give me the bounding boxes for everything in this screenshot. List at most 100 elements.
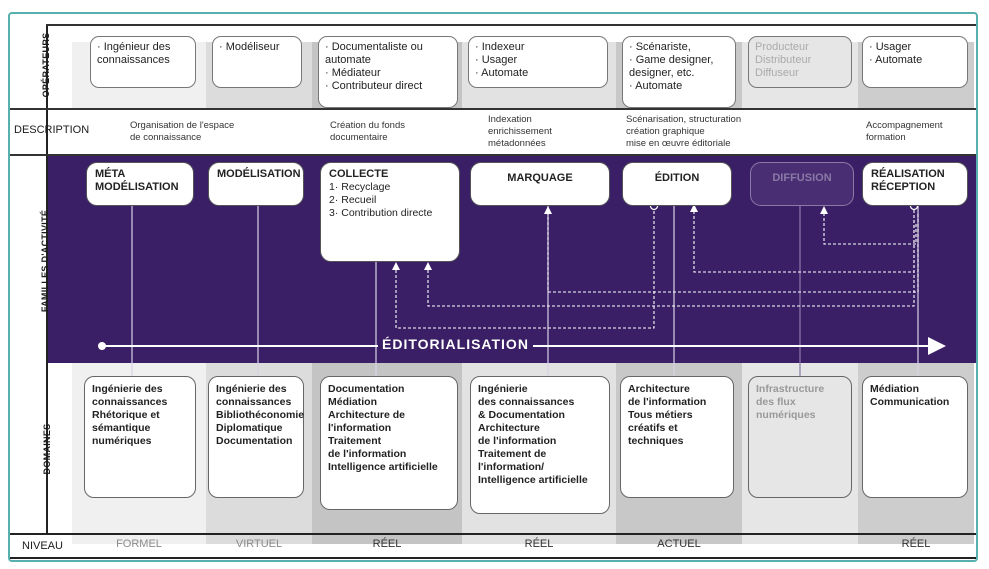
operateur-line: · Modéliseur: [219, 41, 280, 53]
row-divider-top: [10, 108, 976, 110]
label-column-border: [46, 24, 48, 534]
niveau-label-7: RÉEL: [901, 538, 931, 550]
operateur-box-5: · Scénariste,· Game designer,designer, e…: [622, 36, 736, 108]
activite-title-line: RÉALISATION: [871, 168, 945, 180]
row-divider-desc: [10, 154, 976, 156]
domaine-line: Rhétorique et: [92, 409, 160, 421]
editorialisation-label: ÉDITORIALISATION: [378, 336, 533, 352]
domaine-line: de l'information: [328, 448, 407, 460]
activite-box-6: DIFFUSION: [750, 162, 854, 206]
activite-sub-line: 3· Contribution directe: [329, 207, 433, 219]
domaine-line: Documentation: [216, 435, 293, 447]
domaine-line: Bibliothéconomie: [216, 409, 305, 421]
niveau-label-1: FORMEL: [116, 538, 162, 550]
description-line: mise en œuvre éditoriale: [626, 138, 731, 149]
domaine-line: Traitement de: [478, 448, 547, 460]
description-line: Indexation: [488, 114, 532, 125]
arrowhead-diffusion: [820, 206, 828, 214]
arrowhead-collecte-2: [424, 262, 432, 270]
operateur-box-2: · Modéliseur: [212, 36, 302, 88]
niveau-label-5: ACTUEL: [657, 538, 701, 550]
row-label-niveau: NIVEAU: [22, 540, 63, 552]
description-line: Création du fonds: [330, 120, 405, 131]
domaine-line: Ingénierie des: [92, 383, 163, 395]
domaine-line: créatifs et: [628, 422, 678, 434]
operateur-line: · Usager: [869, 41, 912, 53]
domaine-line: des flux: [756, 396, 796, 408]
operateur-line: designer, etc.: [629, 67, 695, 79]
domaine-line: numériques: [92, 435, 152, 447]
domaine-line: techniques: [628, 435, 684, 447]
description-line: métadonnées: [488, 138, 546, 149]
domaine-line: numériques: [756, 409, 816, 421]
domaine-line: Tous métiers: [628, 409, 693, 421]
editorialisation-arrowhead: [928, 337, 946, 355]
domaine-line: Documentation: [328, 383, 405, 395]
domaine-line: Architecture: [478, 422, 540, 434]
description-line: Organisation de l'espace: [130, 120, 235, 131]
activite-title-line: ÉDITION: [654, 172, 700, 184]
loop-edition-to-collecte: [395, 206, 655, 329]
description-line: formation: [866, 132, 906, 143]
description-line: Scénarisation, structuration: [626, 114, 742, 125]
arrowhead-marquage: [544, 206, 552, 214]
operateur-line: · Automate: [869, 54, 923, 66]
operateur-line: · Automate: [629, 80, 683, 92]
operateur-line: Distributeur: [755, 54, 812, 66]
activite-title-line: DIFFUSION: [772, 172, 832, 184]
domaine-line: des connaissances: [478, 396, 575, 408]
operateur-box-4: · Indexeur· Usager· Automate: [468, 36, 608, 88]
domaine-line: Architecture: [628, 383, 690, 395]
domaine-line: & Documentation: [478, 409, 565, 421]
arrowhead-edition: [690, 204, 698, 212]
niveau-label-4: RÉEL: [524, 538, 554, 550]
arrowhead-collecte-1: [392, 262, 400, 270]
operateur-box-7: · Usager· Automate: [862, 36, 968, 88]
activite-box-2: MODÉLISATION: [208, 162, 304, 206]
niveau-label-3: RÉEL: [372, 538, 402, 550]
domaine-line: de l'information: [628, 396, 707, 408]
domaine-line: Traitement: [328, 435, 382, 447]
row-divider-niveau: [10, 533, 976, 535]
activite-sub-line: 2· Recueil: [329, 194, 377, 206]
operateur-line: · Médiateur: [325, 67, 381, 79]
description-line: documentaire: [330, 132, 388, 143]
loop-realisation-to-diffusion: [823, 212, 917, 245]
loop-realisation-to-edition: [693, 210, 915, 273]
domaine-line: Ingénierie des: [216, 383, 287, 395]
domaine-line: Ingénierie: [478, 383, 528, 395]
domaine-line: Architecture de: [328, 409, 406, 421]
operateur-line: · Documentaliste ou: [325, 41, 423, 53]
operateur-line: Diffuseur: [755, 67, 799, 79]
activite-box-5: ÉDITION: [622, 162, 732, 206]
description-line: de connaissance: [130, 132, 202, 143]
domaine-line: Diplomatique: [216, 422, 283, 434]
activite-title-line: MODÉLISATION: [95, 181, 179, 193]
domaine-line: Communication: [870, 396, 950, 408]
domaine-line: l'information: [328, 422, 392, 434]
niveau-label-2: VIRTUEL: [235, 538, 283, 550]
description-band: [10, 108, 976, 154]
operateur-line: · Contributeur direct: [325, 80, 423, 92]
activite-sub-line: 1· Recyclage: [329, 181, 391, 193]
operateur-line: · Indexeur: [475, 41, 525, 53]
operateur-line: · Ingénieur des: [97, 41, 171, 53]
domaine-line: Infrastructure: [756, 383, 825, 395]
operateur-line: automate: [325, 54, 371, 66]
